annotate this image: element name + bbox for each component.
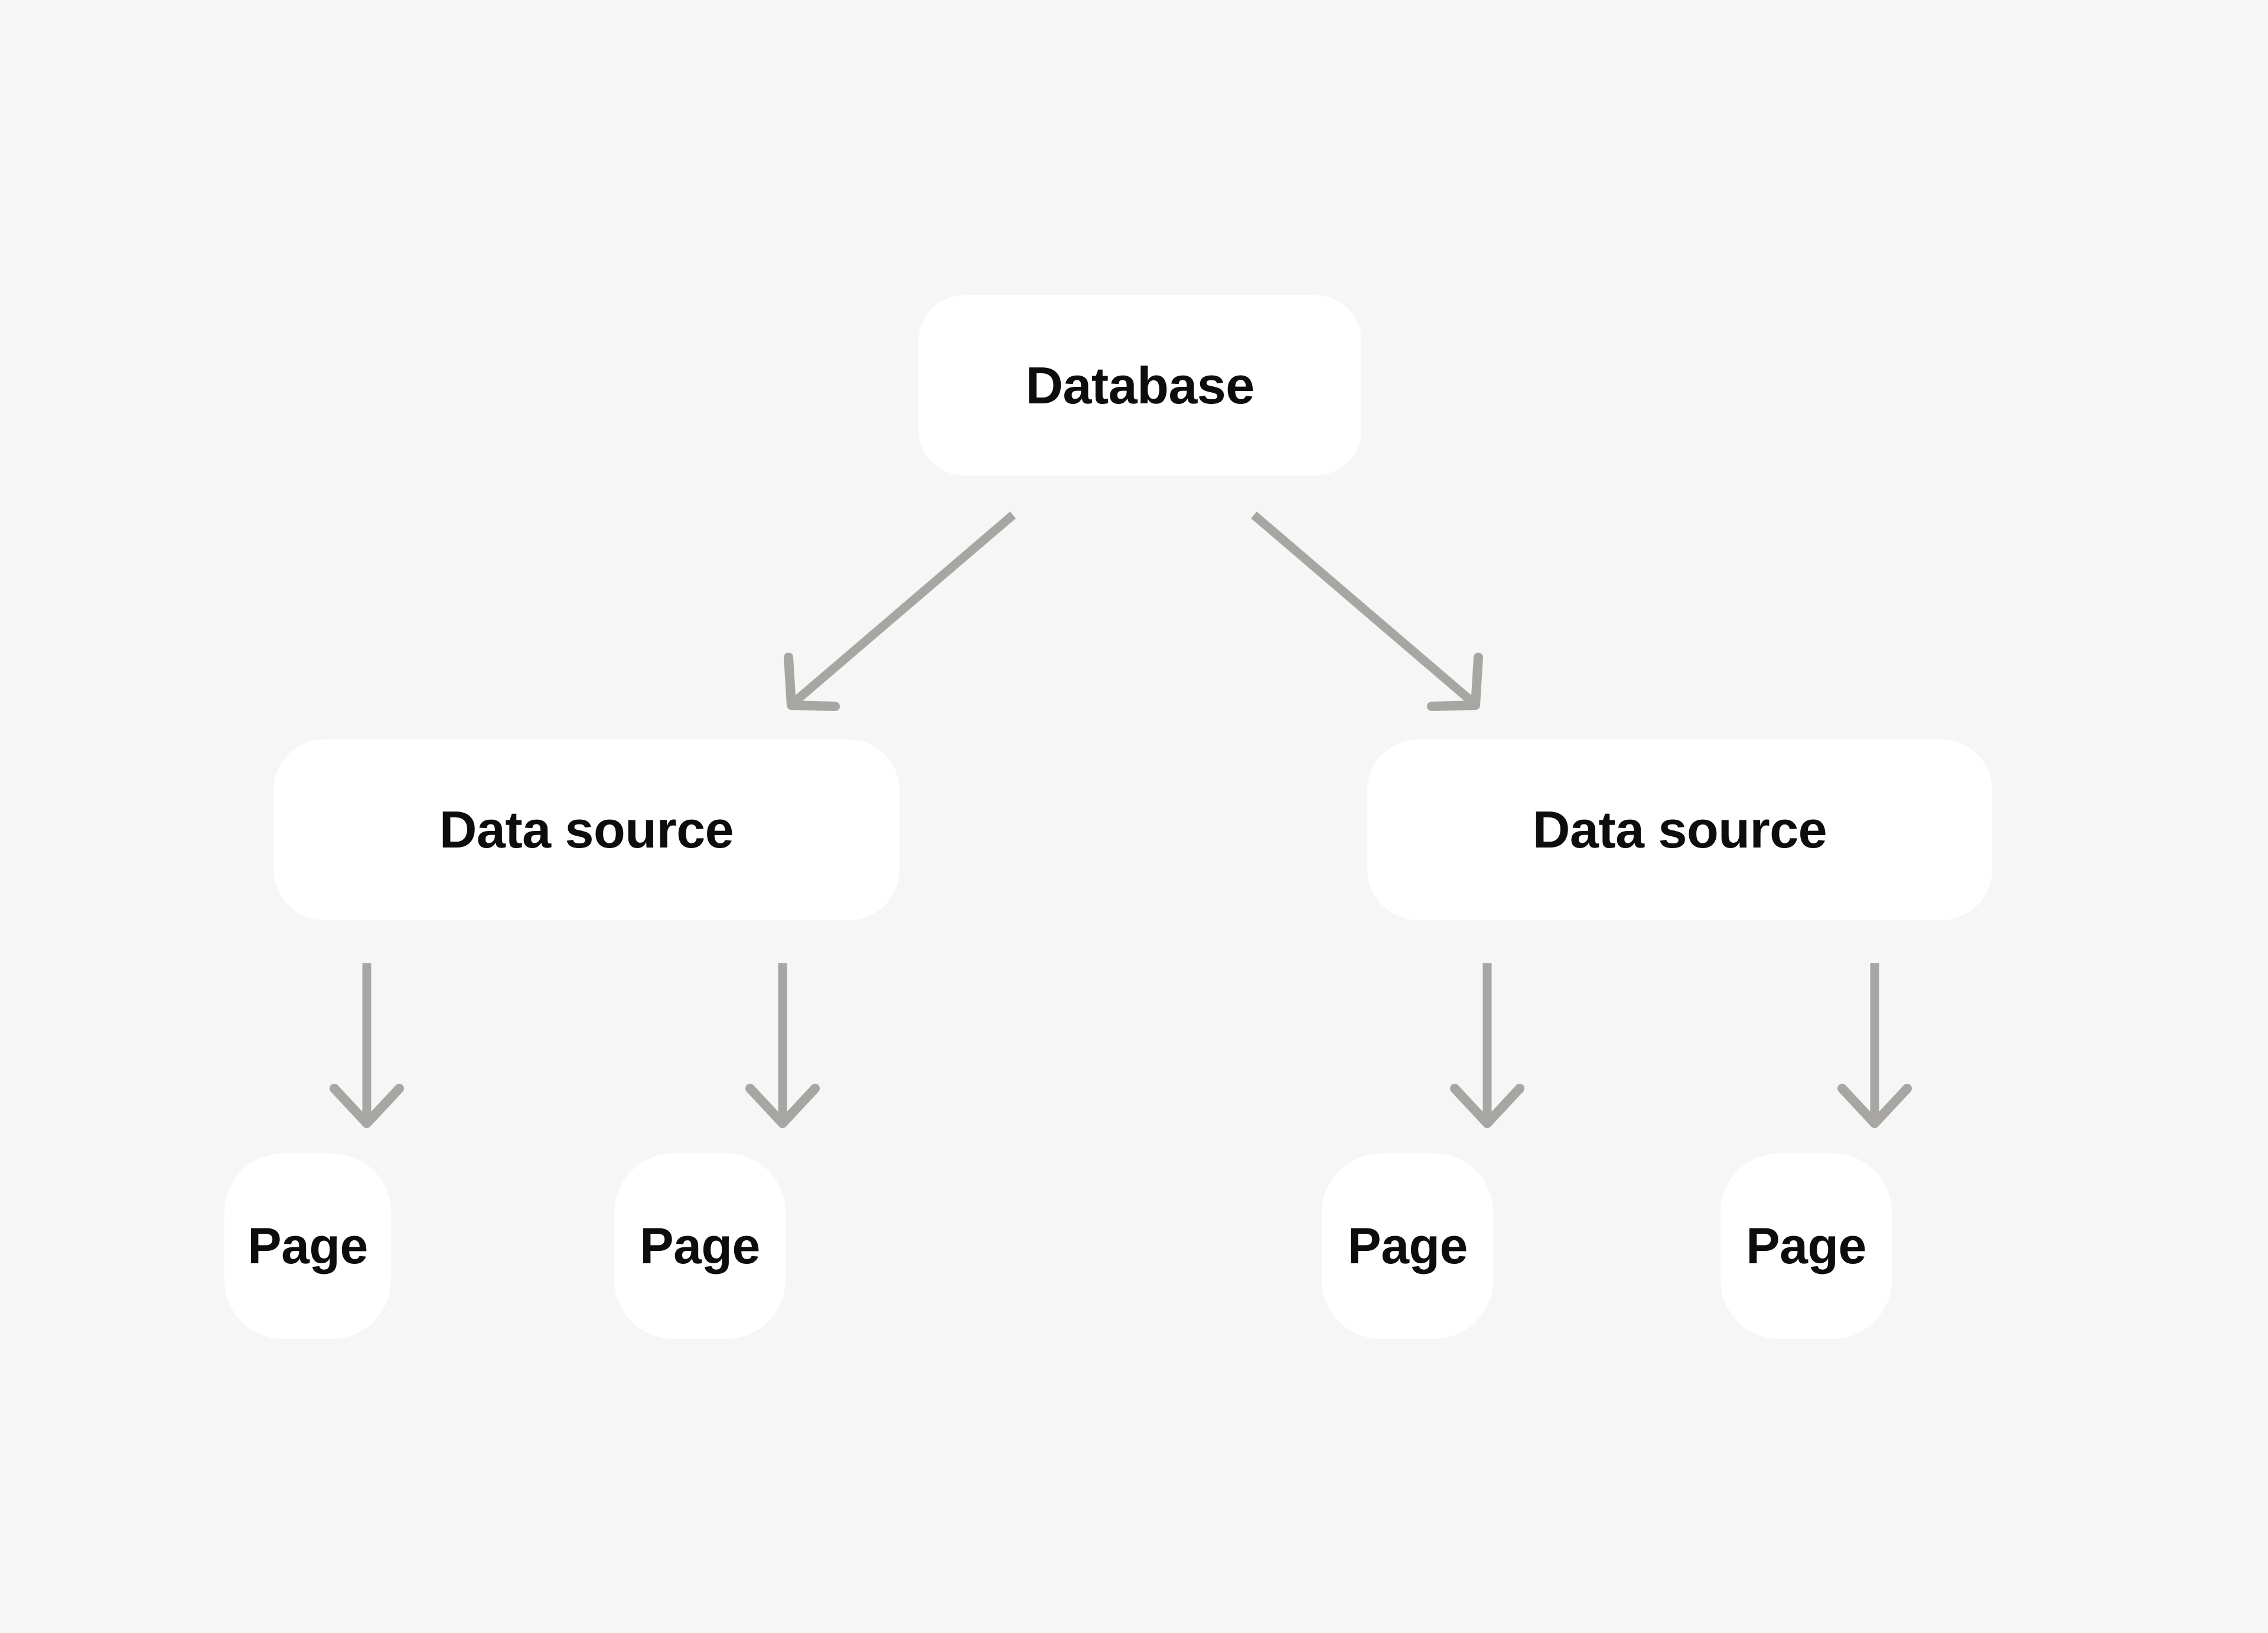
edge-data-source-1-to-page-1 (330, 963, 404, 1128)
edge-data-source-2-to-page-3 (1450, 963, 1524, 1128)
node-data-source-2[interactable]: Data source (1367, 739, 1992, 920)
node-page-4-label: Page (1746, 1218, 1866, 1275)
edge-database-to-data-source-1 (784, 511, 1016, 711)
edge-database-to-data-source-2 (1251, 511, 1483, 711)
node-database[interactable]: Database (918, 295, 1361, 475)
node-page-2-label: Page (640, 1218, 760, 1275)
node-page-3-label: Page (1347, 1218, 1468, 1275)
node-page-4[interactable]: Page (1720, 1153, 1892, 1339)
node-page-3[interactable]: Page (1322, 1153, 1493, 1339)
node-data-source-2-label: Data source (1532, 800, 1827, 859)
node-data-source-1[interactable]: Data source (273, 739, 900, 920)
edge-data-source-2-to-page-4 (1837, 963, 1912, 1128)
node-page-1[interactable]: Page (224, 1153, 391, 1339)
node-data-source-1-label: Data source (439, 800, 734, 859)
node-database-label: Database (1025, 356, 1254, 415)
edge-data-source-1-to-page-2 (745, 963, 820, 1128)
node-page-1-label: Page (247, 1218, 368, 1275)
node-page-2[interactable]: Page (614, 1153, 786, 1339)
